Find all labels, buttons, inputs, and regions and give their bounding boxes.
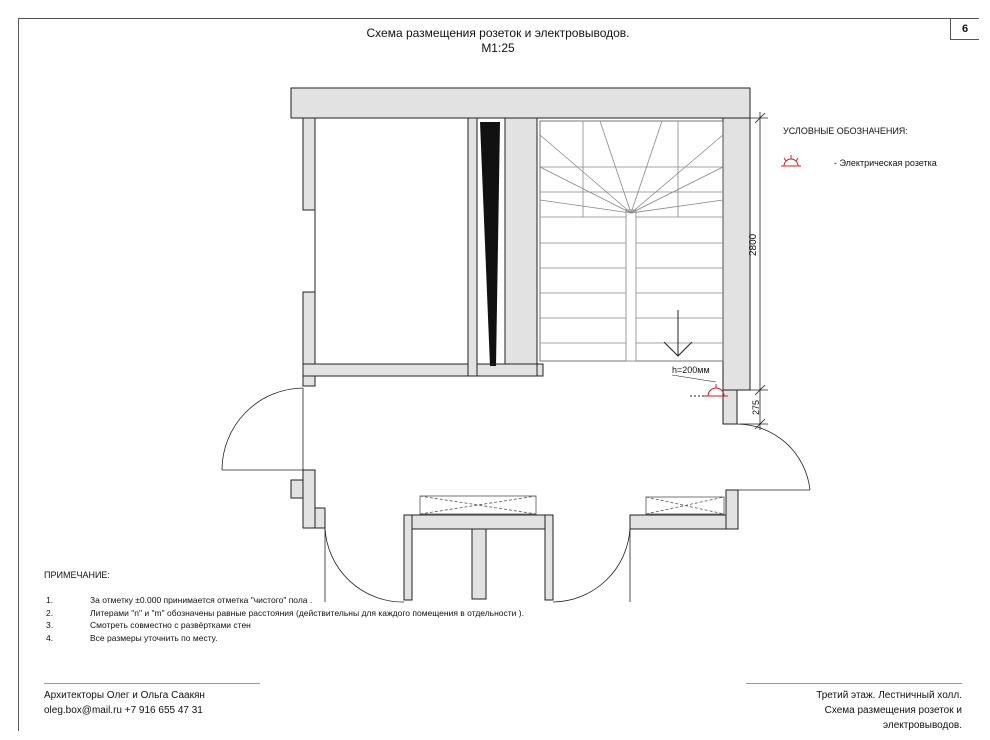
window-units (419, 495, 725, 515)
wall-top (290, 87, 751, 119)
note-item: 2. Литерами "n" и "m" обозначены равные … (46, 607, 524, 618)
wall-shaft-bottom (476, 363, 538, 377)
title-line-1: Схема размещения розеток и электровыводо… (366, 26, 630, 40)
walls (290, 87, 751, 601)
wall-lower-left-step (314, 507, 326, 529)
notes-title: ПРИМЕЧАНИЕ: (44, 570, 110, 580)
outlet-height-note: h=200мм (672, 365, 710, 375)
legend-title: УСЛОВНЫЕ ОБОЗНАЧЕНИЯ: (783, 126, 908, 136)
note-item: 1. За отметку ±0.000 принимается отметка… (46, 595, 313, 605)
footer-sheet-title: Третий этаж. Лестничный холл. Схема разм… (746, 683, 962, 733)
electrical-outlet-icon (781, 155, 801, 167)
wall-lower-left-cap (290, 479, 304, 499)
architects-contact: oleg.box@mail.ru +7 916 655 47 31 (44, 705, 203, 716)
door-swing-right-upper (736, 423, 811, 491)
door-swing-bottom-right (552, 527, 631, 603)
door-swing-bottom-left (324, 527, 405, 603)
wall-partition-1 (467, 117, 478, 377)
sheet-subject: Схема размещения розеток и электровыводо… (824, 705, 962, 731)
page-number: 6 (950, 19, 979, 40)
dimension-275: 275 (751, 399, 761, 415)
wall-lower-left (302, 469, 316, 529)
legend-outlet-label: - Электрическая розетка (834, 158, 937, 168)
wall-bottom-stem (471, 528, 487, 600)
door-swing-left-upper (221, 387, 304, 471)
wall-left-upper (302, 117, 316, 211)
wall-bottom-right-post (544, 514, 554, 601)
dimension-2800: 2800 (748, 233, 759, 256)
wall-right (722, 117, 751, 391)
staircase (539, 120, 724, 362)
drawing-sheet: 6 (18, 18, 979, 731)
stair-direction-arrow (663, 310, 693, 357)
notes-block: ПРИМЕЧАНИЕ: 1. За отметку ±0.000 принима… (44, 570, 524, 644)
drawing-title: Схема размещения розеток и электровыводо… (18, 26, 978, 56)
title-scale: М1:25 (481, 41, 515, 55)
electrical-outlet-icon (690, 384, 728, 397)
wall-stair-bottom (536, 363, 544, 377)
note-item: 3. Смотреть совместно с развёртками стен (46, 620, 251, 630)
wall-bottom-right (629, 514, 739, 530)
wall-partition-2 (504, 117, 538, 377)
note-item: 4. Все размеры уточнить по месту. (46, 632, 218, 643)
shaft-opening (476, 117, 506, 365)
dimension-lines (727, 112, 768, 430)
wall-bottom-right-post (725, 489, 739, 530)
architects-name: Архитекторы Олег и Ольга Саакян (44, 690, 205, 701)
door-panel-black (480, 122, 500, 366)
height-note-leader (671, 374, 717, 383)
door-swings (221, 387, 811, 603)
footer-architects: Архитекторы Олег и Ольга Саакян oleg.box… (44, 683, 260, 718)
wall-bottom-left-post (403, 514, 413, 601)
wall-left-room-bottom (302, 363, 469, 377)
wall-hall-left-jamb (302, 375, 316, 387)
wall-bottom-center (409, 514, 546, 530)
sheet-location: Третий этаж. Лестничный холл. (816, 690, 962, 701)
left-room (314, 117, 469, 365)
wall-right-jamb (722, 389, 738, 425)
